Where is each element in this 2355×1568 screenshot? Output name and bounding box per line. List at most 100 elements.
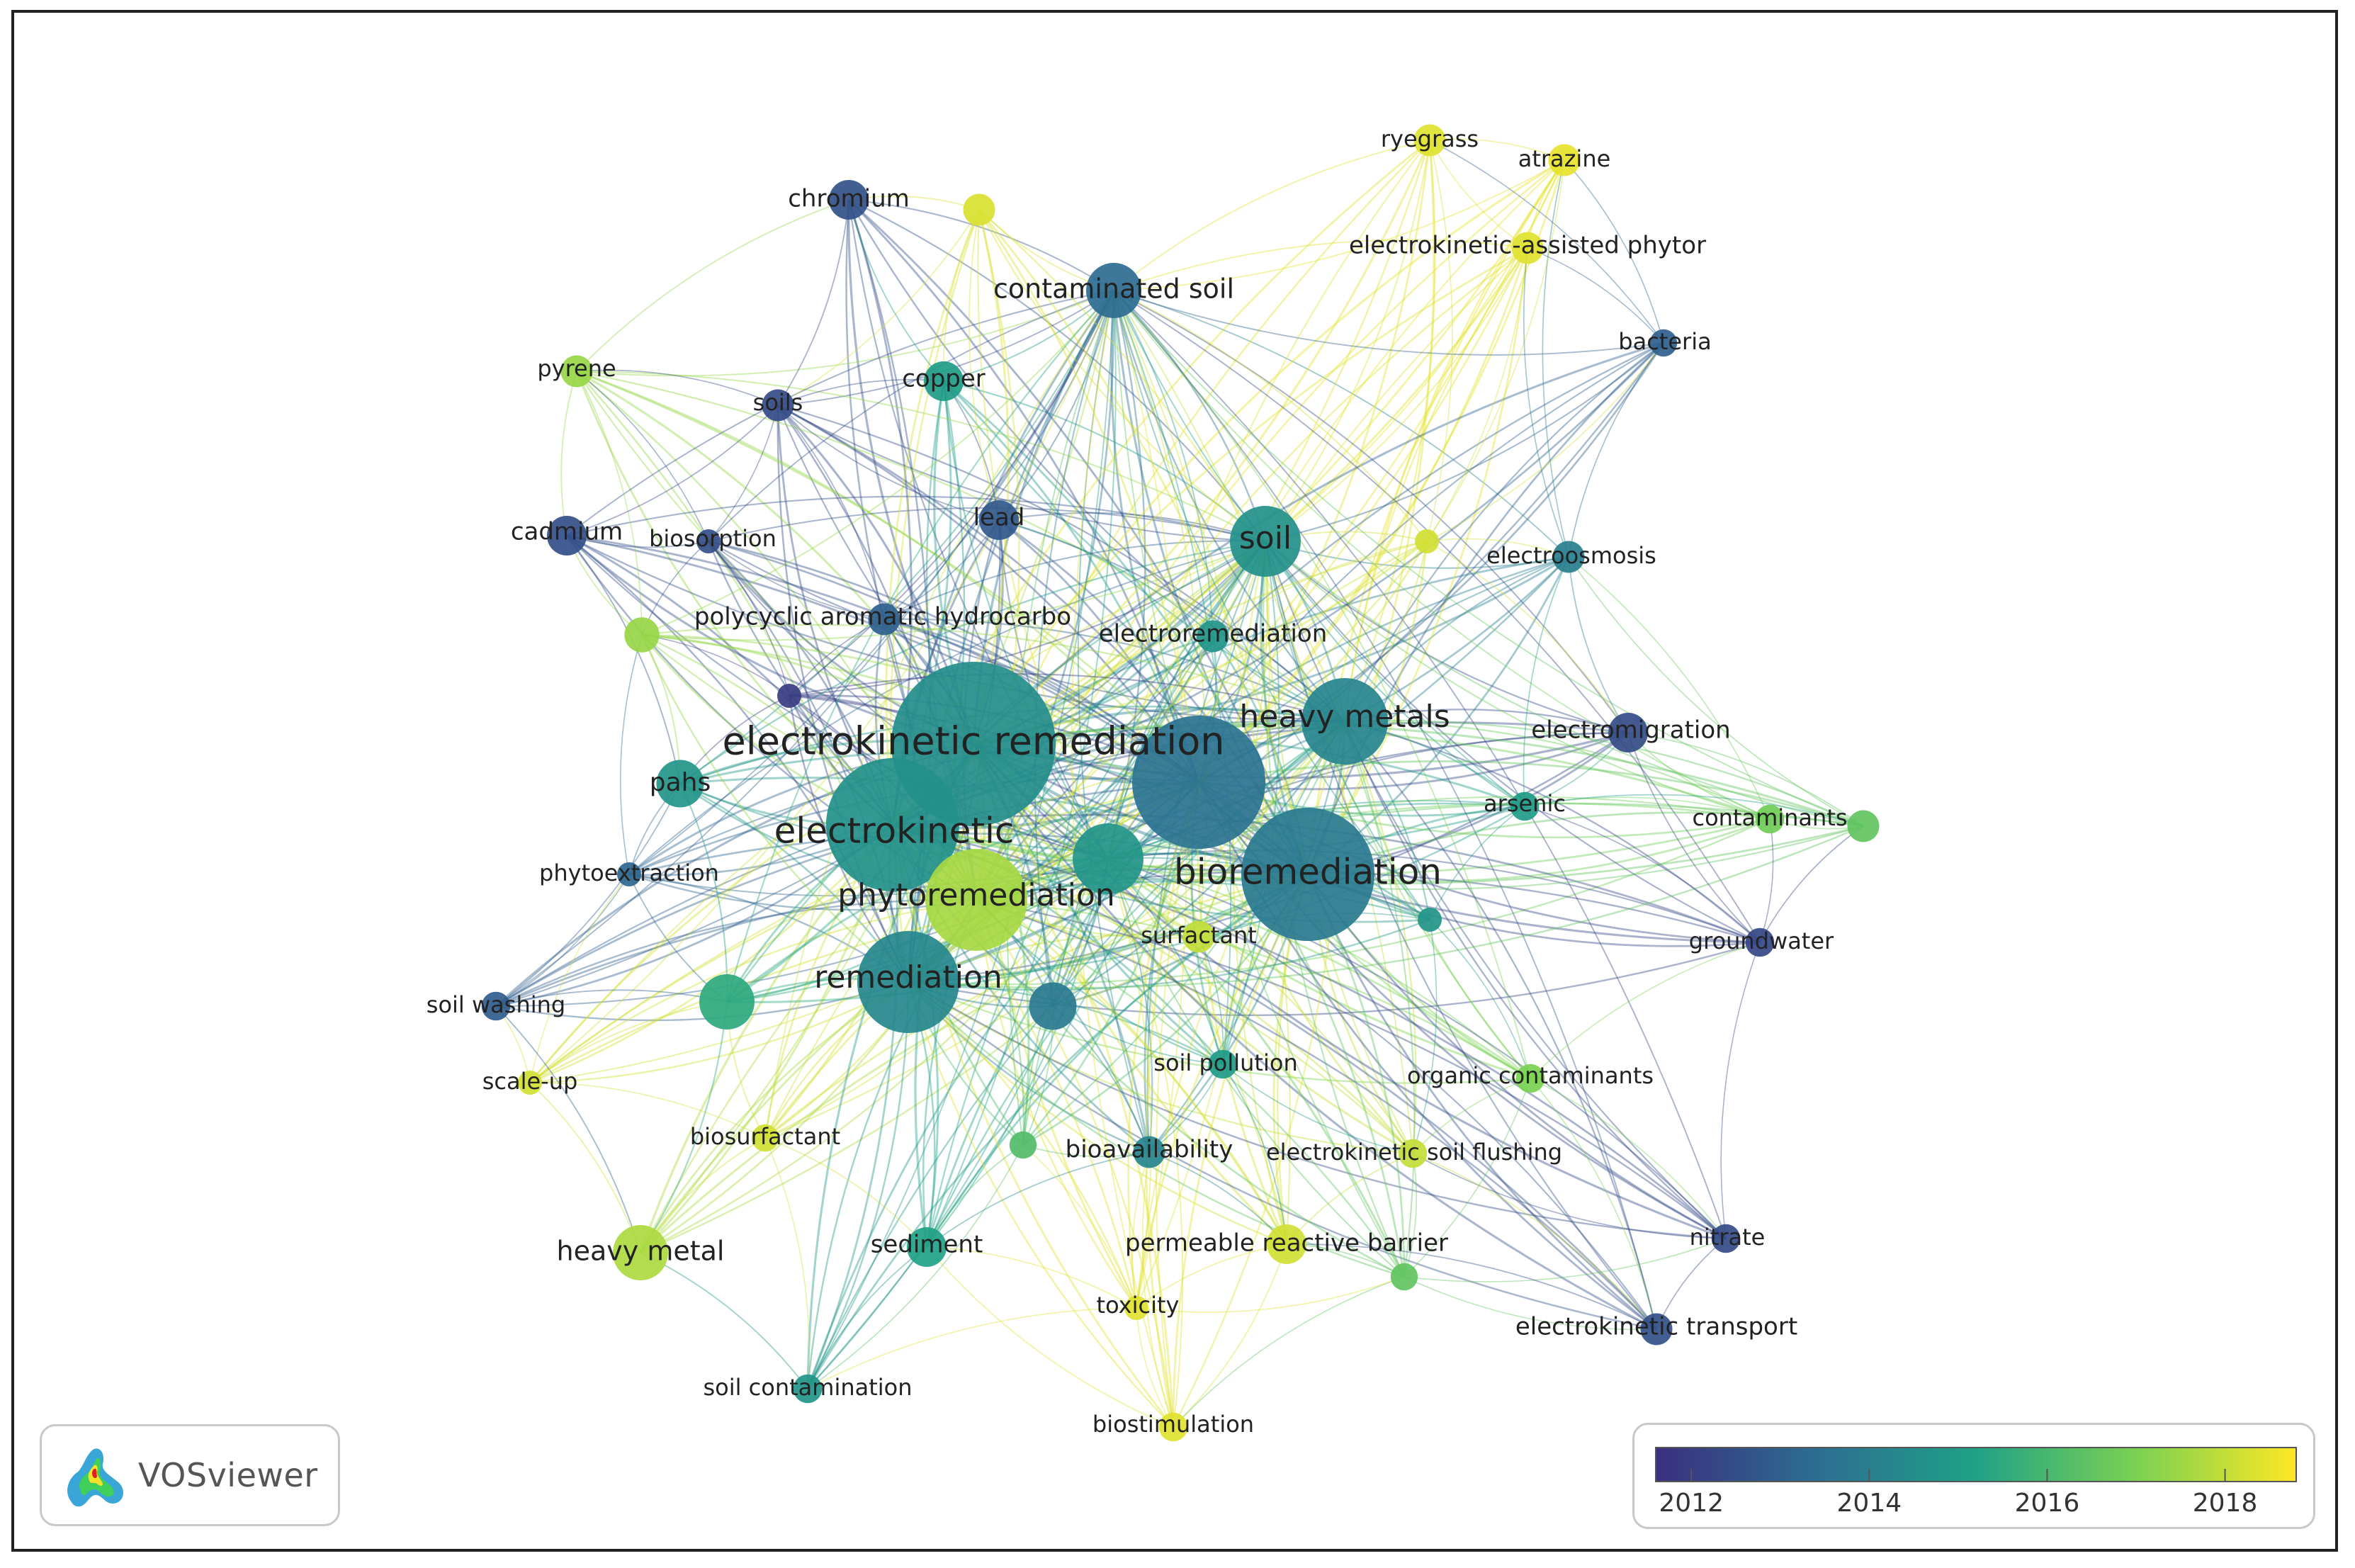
node-label[interactable]: soil contamination (703, 1374, 912, 1401)
node-bioremediation[interactable] (1241, 808, 1374, 941)
node-label[interactable]: chromium (788, 185, 910, 213)
node-unlabeled-48[interactable] (1132, 716, 1265, 849)
node-label[interactable]: biostimulation (1092, 1411, 1254, 1438)
node-pahs[interactable] (656, 760, 704, 808)
node-label[interactable]: bioavailability (1066, 1136, 1233, 1164)
node-label[interactable]: electromigration (1531, 716, 1730, 745)
node-label[interactable]: electroremediation (1099, 620, 1328, 648)
node-atrazine[interactable] (1548, 144, 1581, 176)
node-label[interactable]: remediation (814, 959, 1003, 995)
node-label[interactable]: pyrene (537, 355, 616, 382)
node-label[interactable]: lead (973, 504, 1025, 532)
node-label[interactable]: groundwater (1689, 927, 1834, 954)
node-lead[interactable] (979, 500, 1019, 540)
node-label[interactable]: pahs (650, 768, 711, 797)
node-label[interactable]: cadmium (511, 518, 623, 546)
node-unlabeled-50[interactable] (699, 974, 755, 1030)
node-electromigration[interactable] (1608, 713, 1648, 752)
node-unlabeled-54[interactable] (1390, 1263, 1418, 1291)
node-soil-pollution[interactable] (1208, 1049, 1238, 1079)
node-unlabeled-55[interactable] (1847, 810, 1880, 842)
node-scale-up[interactable] (518, 1071, 542, 1095)
node-label[interactable]: scale-up (482, 1068, 578, 1095)
node-label[interactable]: electrokinetic soil flushing (1266, 1139, 1562, 1166)
node-biosorption[interactable] (696, 529, 721, 553)
node-label[interactable]: soil pollution (1153, 1049, 1297, 1076)
node-bacteria[interactable] (1649, 329, 1678, 357)
node-unlabeled-51[interactable] (1029, 982, 1077, 1030)
node-label[interactable]: soil washing (427, 991, 565, 1018)
node-label[interactable]: sediment (871, 1231, 983, 1259)
node-pyrene[interactable] (560, 355, 593, 388)
node-label[interactable]: bacteria (1618, 328, 1711, 355)
node-unlabeled-46[interactable] (624, 617, 660, 653)
node-organic-contaminants[interactable] (1515, 1064, 1545, 1093)
node-label[interactable]: heavy metal (557, 1236, 725, 1267)
node-electrokinetic-assisted-phytor[interactable] (1511, 232, 1544, 264)
node-contaminants[interactable] (1755, 804, 1785, 834)
node-label[interactable]: bioremediation (1174, 852, 1442, 893)
node-label[interactable]: heavy metals (1239, 699, 1450, 735)
node-label[interactable]: surfactant (1141, 922, 1257, 949)
node-label[interactable]: contaminated soil (993, 273, 1234, 305)
node-label[interactable]: biosurfactant (690, 1123, 840, 1150)
node-label[interactable]: ryegrass (1381, 125, 1479, 152)
node-unlabeled-47[interactable] (777, 684, 801, 708)
node-label[interactable]: biosorption (649, 525, 776, 552)
node-label[interactable]: soil (1239, 520, 1292, 556)
node-cadmium[interactable] (547, 516, 587, 555)
node-arsenic[interactable] (1510, 791, 1540, 821)
node-label[interactable]: polycyclic aromatic hydrocarbo (694, 603, 1071, 631)
node-label[interactable]: organic contaminants (1407, 1062, 1654, 1089)
node-phytoremediation[interactable] (925, 849, 1027, 951)
node-polycyclic-aromatic-hydrocarbo[interactable] (868, 603, 900, 636)
node-electrokinetic-soil-flushing[interactable] (1398, 1139, 1428, 1168)
node-electrokinetic[interactable] (826, 758, 959, 891)
node-soil[interactable] (1230, 506, 1301, 577)
node-label[interactable]: soils (753, 389, 803, 416)
node-soil-washing[interactable] (481, 991, 511, 1021)
node-heavy-metals[interactable] (1301, 678, 1388, 765)
node-unlabeled-49[interactable] (1073, 823, 1143, 894)
node-label[interactable]: electrokinetic remediation (723, 719, 1225, 764)
node-label[interactable]: permeable reactive barrier (1125, 1229, 1448, 1258)
node-soils[interactable] (762, 389, 794, 422)
node-electrokinetic-transport[interactable] (1640, 1313, 1673, 1346)
node-label[interactable]: electrokinetic-assisted phytor (1349, 232, 1706, 260)
node-unlabeled-53[interactable] (1009, 1131, 1037, 1159)
node-label[interactable]: electrokinetic (774, 811, 1015, 852)
node-label[interactable]: contaminants (1692, 804, 1847, 831)
node-electroosmosis[interactable] (1552, 541, 1585, 573)
node-label[interactable]: toxicity (1097, 1292, 1180, 1319)
node-permeable-reactive-barrier[interactable] (1267, 1224, 1306, 1264)
node-copper[interactable] (924, 361, 964, 401)
node-remediation[interactable] (857, 931, 959, 1033)
node-nitrate[interactable] (1711, 1224, 1741, 1253)
node-sediment[interactable] (907, 1227, 947, 1267)
node-label[interactable]: atrazine (1518, 145, 1611, 172)
node-phytoextraction[interactable] (617, 862, 641, 886)
node-label[interactable]: electrokinetic transport (1515, 1313, 1797, 1341)
node-toxicity[interactable] (1124, 1296, 1148, 1320)
node-label[interactable]: nitrate (1690, 1224, 1766, 1251)
node-chromium[interactable] (829, 180, 869, 220)
node-label[interactable]: phytoextraction (539, 859, 719, 886)
node-label[interactable]: arsenic (1484, 790, 1566, 817)
node-surfactant[interactable] (1182, 920, 1215, 953)
node-ryegrass[interactable] (1413, 124, 1446, 157)
node-electroremediation[interactable] (1197, 620, 1229, 653)
node-label[interactable]: phytoremediation (837, 877, 1115, 913)
node-biosurfactant[interactable] (751, 1124, 779, 1152)
node-contaminated-soil[interactable] (1086, 263, 1141, 318)
node-soil-contamination[interactable] (793, 1374, 823, 1404)
node-unlabeled-52[interactable] (1418, 908, 1442, 932)
node-unlabeled-44[interactable] (963, 193, 995, 226)
node-label[interactable]: electroosmosis (1486, 542, 1656, 569)
node-groundwater[interactable] (1745, 927, 1775, 957)
node-label[interactable]: copper (902, 365, 986, 393)
node-unlabeled-45[interactable] (1415, 529, 1439, 553)
node-bioavailability[interactable] (1133, 1136, 1165, 1168)
vosviewer-badge[interactable]: VOSviewer (40, 1424, 340, 1526)
node-heavy-metal[interactable] (613, 1225, 668, 1280)
